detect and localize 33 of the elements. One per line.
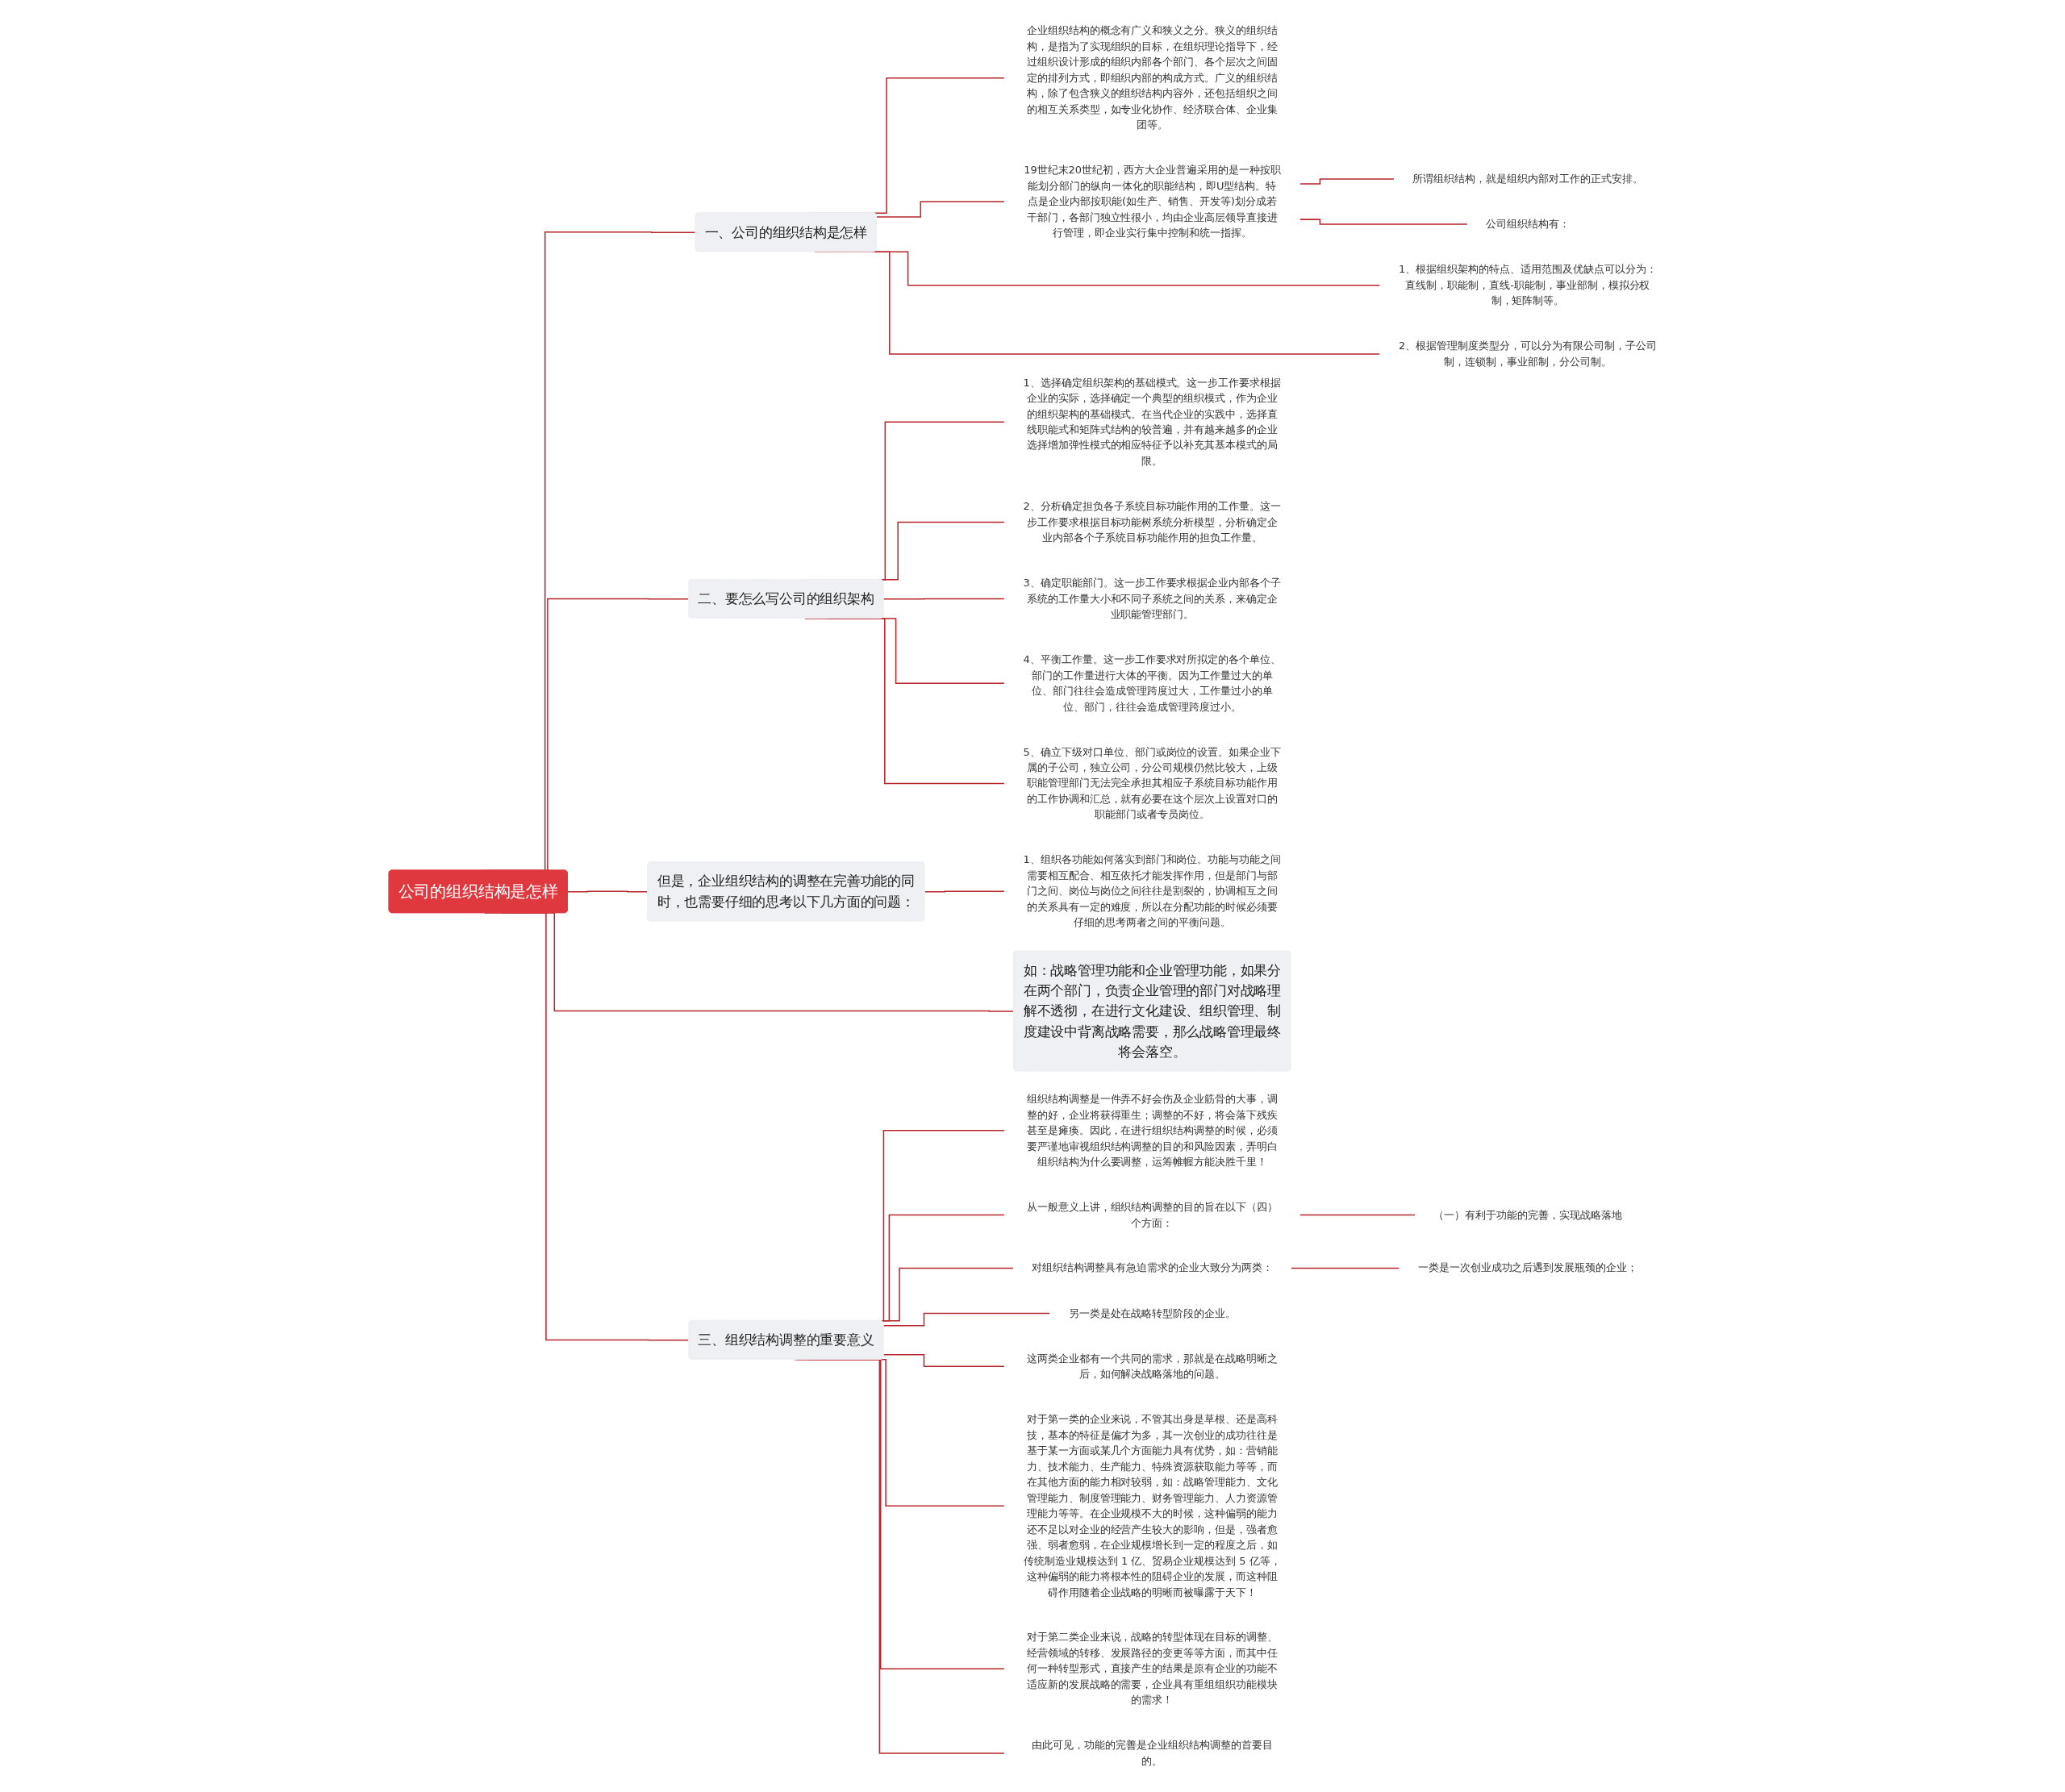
node-text: 另一类是处在战略转型阶段的企业。 xyxy=(1069,1306,1237,1319)
node-text: 2、根据管理制度类型分，可以分为有限公司制，子公司制，连锁制，事业部制，分公司制。 xyxy=(1399,340,1658,368)
connector xyxy=(876,201,1006,218)
node-text: 1、组织各功能如何落实到部门和岗位。功能与功能之间需要相互配合、相互依托才能发挥作用，但是部门与部门之间、岗位与岗位之间往往是割裂的，协调相互之间的关系具有一定的难度，所以在分配功能的时候必须要仔细的思考两者之间的平衡问题。 xyxy=(1023,853,1282,929)
connector xyxy=(924,890,1006,893)
connector xyxy=(1299,178,1395,185)
node-text: 对于第二类企业来说，战略的转型体现在目标的调整、经营领域的转移、发展路径的变更等等方面，而其中任何一种转型形式，直接产生的结果是原有企业的功能不适应新的发展战略的需要，企业具有重组组织功能模块的需求！ xyxy=(1027,1631,1279,1707)
node-text: 19世纪末20世纪初，西方大企业普遍采用的是一种按职能划分部门的纵向一体化的职能结构，即U型结构。特点是企业内部按职能(如生产、销售、开发等)划分成若干部门，各部门独立性很小，均由企业高层领导直接进行管理，即企业实行集中控制和统一指挥。 xyxy=(1024,163,1282,240)
node-text: 组织结构调整是一件弄不好会伤及企业筋骨的大事，调整的好，企业将获得重生；调整的不好，将会落下残疾甚至是瘫痪。因此，在进行组织结构调整的时候，必须要严谨地审视组织结构调整的目的和风险因素，弄明白组织结构为什么要调整，运筹帷幄方能决胜千里！ xyxy=(1027,1092,1279,1168)
connector xyxy=(567,890,649,893)
node-text: 3、确定职能部门。这一步工作要求根据企业内部各个子系统的工作量大小和不同子系统之间的关系，来确定企业职能管理部门。 xyxy=(1023,576,1282,621)
node-text: 对于第一类的企业来说，不管其出身是草根、还是高科技，基本的特征是偏才为多，其一次创业的成功往往是基于某一方面或某几个方面能力具有优势，如：营销能力、技术能力、生产能力、特殊资源获取能力等等，而在其他方面的能力相对较弱，如：战略管理能力、文化管理能力、制度管理能力、财务管理能力、人力资源管理能力等等。在企业规模不大的时候，这种偏弱的能力还不足以对企业的经营产生较大的影响，但是，强者愈强、弱者愈弱，在企业规模增长到一定的程度之后，如传统制造业规模达到 1 亿、贸易企业规模达到 5 亿等，这种偏弱的能力将根本性的阻碍企业的发展，而这种阻碍作用随着企业战略的明晰而被曝露于天下！ xyxy=(1024,1412,1282,1598)
node-text: 1、根据组织架构的特点、适用范围及优缺点可以分为：直线制，职能制，直线-职能制，事业部制，模拟分权制，矩阵制等。 xyxy=(1399,263,1658,307)
connector xyxy=(1291,1267,1400,1269)
node-text: 企业组织结构的概念有广义和狭义之分。狭义的组织结构，是指为了实现组织的目标，在组织理论指导下，经过组织设计形成的组织内部各个部门、各个层次之间固定的排列方式，即组织内部的构成方式。广义的组织结构，除了包含狭义的组织结构内容外，还包括组织之间的相互关系类型，如专业化协作、经济联合体、企业集团等。 xyxy=(1027,24,1279,131)
node-text: （一）有利于功能的完善，实现战略落地 xyxy=(1433,1208,1623,1221)
node-text: 所谓组织结构，就是组织内部对工作的正式安排。 xyxy=(1412,172,1644,185)
mind-map-diagram: 企业组织结构的概念有广义和狭义之分。狭义的组织结构，是指为了实现组织的目标，在组织理论指导下，经过组织设计形成的组织内部各个部门、各个层次之间固定的排列方式，即组织内部的构成方式。广义的组织结构，除了包含狭义的组织结构内容外，还包括组织之间的相互关系类型，如专业化协作、经济联合体、企业集团等。 所谓组织结构，就是组织内部对工作的正式安排。 19世纪末20世纪初，西方大企业普遍采用的是一种按职能划分部门的纵向一体化的职能结构，即U型结构。特点是企业内部按职能(如生产、销售、开发等)划分成若干部门，各部门独立性很小，均由企业高层领导直接进行管理，即企业实行集中控制和统一指挥。 公司组织结构有： 一、公司的组织结构是怎样 1、根据组织架构的特点、适用范围及优缺点可以分为：直线制，职能制，直线-职能制，事业部制，模拟分权制，矩阵制等。 2、根据管理制度类型分，可以分为有限公司制，子公司制，连锁制，事业部制，分公司制。 1、选择确定组织架构的基础模式。这一步工作要求根据企业的实际，选择确定一个典型的组织模式，作为企业的组织架构的基础模式。在当代企业的实践中，选择直线职能式和矩阵式结构的较普遍，并有越来越多的企业选择增加弹性模式的相应特征予以补充其基本模式的局限。 2、分析确定担负各子系统目标功能作用的工作量。这一步工作要求根据目标功能树系统分析模型，分析确定企业内部各个子系统目标功能作用的担负工作量。 二、要怎么写公司的组织架构 3、确定职能部门。这一步工作要求根据企业内部各个子系统的工作量大小和不同子系统之间的关系，来确定企业职能管理部门。 4、平衡工作量。这一步工作要求对所拟定的各个单位、部门的工作量进行大体的平衡。因为工作量过大的单位、部门往往会造成管理跨度过大，工作量过小的单位、部门，往往会造成管理跨度过小。 5、确立下级对口单位、部门或岗位的设置。如果企业下属的子公司，独立公司，分公司规模仍然比较大，上级职能管理部门无法完全承担其相应子系统目标功能作用的工作协调和汇总，就有必要在这个层次上设置对口的职能部门或者专员岗位。 公司的组织结构是怎样 但是，企业组织结构的调整在完善功能的同时，也需要仔细的思考以下几方面的问题： 1、组织各功能如何落实到部门和岗位。功能与功能之间需要相互配合、相互依托才能发挥作用，但是部门与部门之间、岗位与岗位之间往往是割裂的，协调相互之间的关系具有一定的难度，所以在分配功能的时候必须要仔细的思考两者之间的平衡问题。 如：战略管理功能和企业管理功能，如果分在两个部门，负责企业管理的部门对战略理解不透彻，在进行文化建设、组织管理、制度建设中背离战略需要，那么战略管理最终将会落空。 组织结构调整是一件弄不好会伤及企业筋骨的大事，调整的好，企业将获得重生；调整的不好，将会落下残疾甚至是瘫痪。因此，在进行组织结构调整的时候，必须要严谨地审视组织结构调整的目的和风险因素，弄明白组织结构为什么要调整，运筹帷幄方能决胜千里！ 从一般意义上讲，组织结构调整的目的旨在以下（四）个方面： （一）有利于功能的完善，实现战略落地 对组织结构调整具有急迫需求的企业大致分为两类： 一类是一次创业成功之后遇到发展瓶颈的企业； 另一类是处在战略转型阶段的企业。 三、组织结构调整的重要意义 这两类企业都有一个共同的需求，那就是在战略明晰之后，如何解决战略落地的问题。 对于第一类的企业来说，不管其出身是草根、还是高科技，基本的特征是偏才为多，其一次创业的成功往往是基于某一方面或某几个方面能力具有优势，如：营销能力、技术能力、生产能力、特殊资源获取能力等等，而在其他方面的能力相对较弱，如：战略管理能力、文化管理能力、制度管理能力、财务管理能力、人力资源管理能力等等。在企业规模不大的时候，这种偏弱的能力还不足以对企业的经营产生较大的影响，但是，强者愈强、弱者愈弱，在企业规模增长到一定的程度之后，如传统制造业规模达到 1 亿、贸易企业规模达到 5 亿等，这种偏弱的能力将根本性的阻碍企业的发展，而这种阻碍作用随着企业战略的明晰而被曝露于天下！ 对于第二类企业来说，战略的转型体现在目标的调整、经营领域的转移、发展路径的变更等等方面，而其中任何一种转型形式，直接产生的结果是原有企业的功能不适应新的发展战略的需要，企业具有重组组织功能模块的需求！ 由此可见，功能的完善是企业组织结构调整的首要目的。 xyxy=(384,9,1681,1783)
node-text: 公司组织结构有： xyxy=(1486,217,1571,231)
node-text: 对组织结构调整具有急迫需求的企业大致分为两类： xyxy=(1032,1261,1273,1274)
connector xyxy=(882,598,1006,600)
node-text: 4、平衡工作量。这一步工作要求对所拟定的各个单位、部门的工作量进行大体的平衡。因为工作量过大的单位、部门往往会造成管理跨度过大，工作量过小的单位、部门，往往会造成管理跨度过小。 xyxy=(1023,652,1282,713)
node-text: 5、确立下级对口单位、部门或岗位的设置。如果企业下属的子公司，独立公司，分公司规模仍然比较大，上级职能管理部门无法完全承担其相应子系统目标功能作用的工作协调和汇总，就有必要在这个层次上设置对口的职能部门或者专员岗位。 xyxy=(1023,745,1282,821)
node-text: 从一般意义上讲，组织结构调整的目的旨在以下（四）个方面： xyxy=(1027,1200,1279,1229)
connector xyxy=(1299,1214,1416,1216)
node-text: 一类是一次创业成功之后遇到发展瓶颈的企业； xyxy=(1418,1261,1638,1274)
connector xyxy=(882,1353,1006,1368)
node-text: 由此可见，功能的完善是企业组织结构调整的首要目的。 xyxy=(1032,1739,1273,1767)
node-text: 2、分析确定担负各子系统目标功能作用的工作量。这一步工作要求根据目标功能树系统分析模型，分析确定企业内部各个子系统目标功能作用的担负工作量。 xyxy=(1023,499,1282,544)
connector xyxy=(882,1312,1051,1327)
node-text: 1、选择确定组织架构的基础模式。这一步工作要求根据企业的实际，选择确定一个典型的组织模式，作为企业的组织架构的基础模式。在当代企业的实践中，选择直线职能式和矩阵式结构的较普遍，并有越来越多的企业选择增加弹性模式的相应特征予以补充其基本模式的局限。 xyxy=(1023,376,1282,467)
node-text: 这两类企业都有一个共同的需求，那就是在战略明晰之后，如何解决战略落地的问题。 xyxy=(1027,1352,1279,1381)
connector xyxy=(1299,219,1469,225)
